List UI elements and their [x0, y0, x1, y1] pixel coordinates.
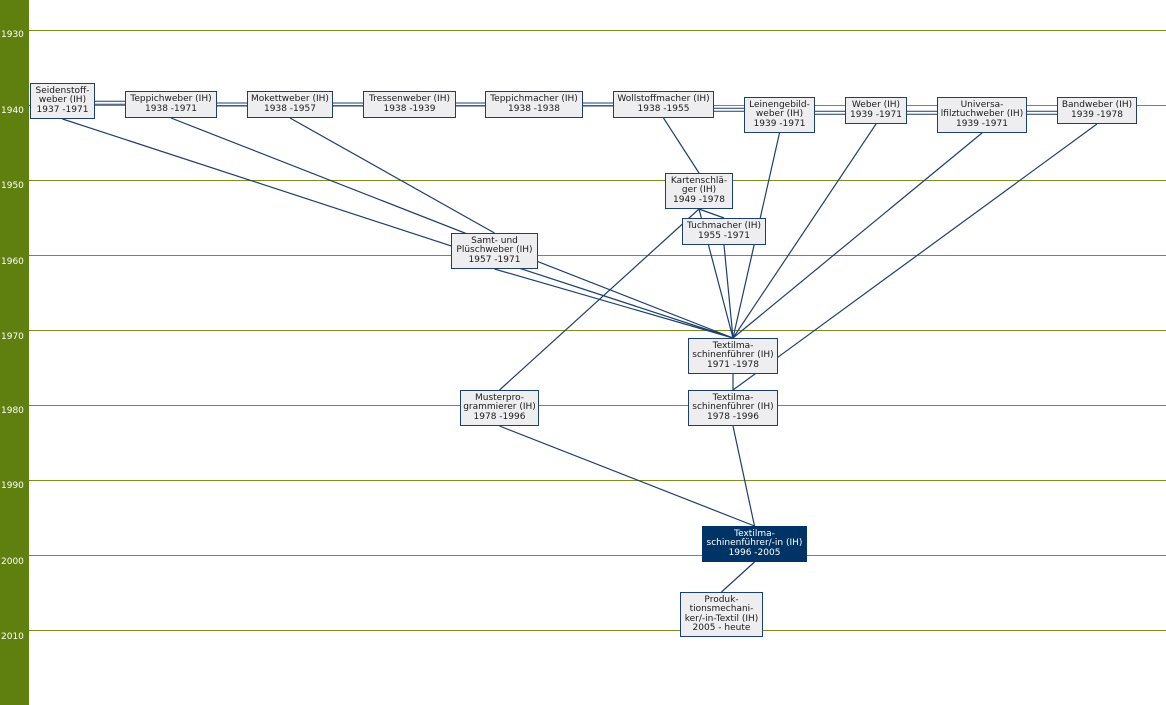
node-line: 1971 -1978 — [707, 359, 759, 370]
node-musterprogrammierer[interactable]: Musterpro- grammierer (IH) 1978 -1996 — [460, 390, 539, 426]
node-line: 1938 -1938 — [508, 103, 560, 114]
node-line: Textilma- — [712, 392, 754, 403]
year-label-1990: 1990 — [1, 481, 24, 491]
node-line: ker/-in-Textil (IH) — [684, 613, 759, 624]
node-line: schinenführer (IH) — [692, 350, 774, 361]
edge-textilmaschinenfuehrerin1996-produktionsmechaniker — [721, 561, 755, 593]
year-label-1930: 1930 — [1, 30, 24, 40]
node-line: 1938 -1955 — [637, 103, 690, 114]
node-bandweber[interactable]: Bandweber (IH) 1939 -1978 — [1057, 97, 1137, 124]
node-line: grammierer (IH) — [463, 402, 536, 413]
node-line: weber (IH) — [38, 95, 87, 106]
edge-mokettweber-samtplueschweber — [289, 117, 495, 234]
node-line: Tuchmacher (IH) — [687, 221, 761, 231]
node-line: 1939 -1978 — [1071, 109, 1123, 120]
node-line: 1949 -1978 — [673, 194, 725, 205]
node-line: Samt- und — [471, 235, 518, 246]
node-line: Textilma- — [712, 340, 754, 351]
node-line: Teppichmacher (IH) — [490, 94, 578, 104]
node-line: 1939 -1971 — [850, 109, 902, 120]
node-line: 1978 -1996 — [707, 411, 759, 422]
node-line: 1938 -1971 — [145, 103, 197, 114]
node-line: 1939 -1971 — [753, 118, 806, 129]
edge-wollstoffmacher-kartenschlaeger — [662, 117, 700, 174]
node-line: 1939 -1971 — [956, 118, 1008, 129]
node-line: 1938 -1957 — [264, 103, 316, 114]
year-label-1960: 1960 — [1, 257, 24, 267]
node-line: ger (IH) — [681, 185, 717, 196]
node-tressenweber[interactable]: Tressenweber (IH) 1938 -1939 — [363, 91, 456, 118]
node-line: Universa- — [960, 99, 1004, 110]
node-line: Bandweber (IH) — [1061, 100, 1133, 110]
node-line: Produk- — [704, 594, 739, 605]
node-line: Seidenstoff- — [35, 85, 90, 96]
node-teppichweber[interactable]: Teppichweber (IH) 1938 -1971 — [125, 91, 217, 118]
edge-kartenschlaeger-tuchmacher — [698, 208, 725, 219]
node-teppichmacher[interactable]: Teppichmacher (IH) 1938 -1938 — [485, 91, 583, 118]
node-line: Teppichweber (IH) — [130, 94, 212, 104]
year-label-1970: 1970 — [1, 332, 24, 342]
node-line: Tressenweber (IH) — [369, 94, 450, 104]
node-line: 1937 -1971 — [36, 104, 89, 115]
node-produktionsmechaniker[interactable]: Produk- tionsmechani- ker/-in-Textil (IH… — [680, 592, 763, 637]
node-textilmaschinenfuehrer-1978[interactable]: Textilma- schinenführer (IH) 1978 -1996 — [688, 390, 778, 426]
edge-bandweber-textilmaschinenfuehrer1978 — [732, 123, 1098, 391]
node-textilmaschinenfuehrerin-1996-current[interactable]: Textilma- schinenführer/-in (IH) 1996 -2… — [702, 526, 807, 562]
node-line: Textilma- — [734, 528, 775, 539]
node-line: 1938 -1939 — [383, 103, 436, 114]
edge-textilmaschinenfuehrer1978-textilmaschinenfuehrerin1996 — [732, 425, 756, 527]
node-weber[interactable]: Weber (IH) 1939 -1971 — [845, 97, 907, 124]
timeline-bar — [0, 0, 29, 705]
year-label-2000: 2000 — [1, 557, 24, 567]
edge-teppichweber-textilmaschinenfuehrer1971 — [170, 117, 734, 339]
node-line: lfilztuchweber (IH) — [940, 109, 1024, 120]
edge-weber-textilmaschinenfuehrer1971 — [732, 123, 877, 339]
year-label-1980: 1980 — [1, 406, 24, 416]
node-leinengebildweber[interactable]: Leinengebild- weber (IH) 1939 -1971 — [744, 97, 815, 133]
edge-seidenstoffweber-textilmaschinenfuehrer1971 — [62, 118, 734, 339]
edge-samtplueschweber-textilmaschinenfuehrer1971 — [494, 268, 734, 339]
edge-musterprogrammierer-textilmaschinenfuehrerin1996 — [499, 425, 755, 527]
node-mokettweber[interactable]: Mokettweber (IH) 1938 -1957 — [247, 91, 333, 118]
node-line: 1957 -1971 — [468, 254, 521, 265]
node-kartenschlaeger[interactable]: Kartenschlä- ger (IH) 1949 -1978 — [665, 173, 733, 209]
edge-universalfilztuchweber-textilmaschinenfuehrer1971 — [732, 132, 983, 339]
node-line: Wollstoffmacher (IH) — [617, 94, 710, 104]
node-line: Plüschweber (IH) — [456, 245, 533, 256]
node-line: tionsmechani- — [689, 604, 754, 614]
node-wollstoffmacher[interactable]: Wollstoffmacher (IH) 1938 -1955 — [613, 91, 714, 118]
node-line: Musterpro- — [474, 392, 525, 403]
node-universalfilztuchweber[interactable]: Universa- lfilztuchweber (IH) 1939 -1971 — [937, 97, 1027, 133]
edge-tuchmacher-textilmaschinenfuehrer1971 — [723, 244, 734, 339]
node-line: Kartenschlä- — [670, 175, 728, 186]
node-line: Leinengebild- — [749, 99, 810, 110]
node-samtplueschweber[interactable]: Samt- und Plüschweber (IH) 1957 -1971 — [451, 233, 538, 269]
year-label-1940: 1940 — [1, 106, 24, 116]
node-line: 1955 -1971 — [698, 230, 750, 241]
node-line: schinenführer/-in (IH) — [706, 538, 803, 549]
year-label-1950: 1950 — [1, 181, 24, 191]
node-line: Weber (IH) — [851, 100, 901, 110]
node-line: schinenführer (IH) — [692, 402, 774, 413]
node-textilmaschinenfuehrer-1971[interactable]: Textilma- schinenführer (IH) 1971 -1978 — [688, 338, 778, 374]
node-line: 2005 - heute — [692, 623, 751, 633]
node-line: weber (IH) — [755, 109, 804, 120]
node-seidenstoffweber[interactable]: Seidenstoff- weber (IH) 1937 -1971 — [30, 83, 95, 119]
node-line: 1996 -2005 — [728, 547, 781, 558]
node-line: 1978 -1996 — [473, 411, 526, 422]
node-line: Mokettweber (IH) — [251, 94, 329, 104]
year-label-2010: 2010 — [1, 632, 24, 642]
node-tuchmacher[interactable]: Tuchmacher (IH) 1955 -1971 — [682, 218, 766, 245]
